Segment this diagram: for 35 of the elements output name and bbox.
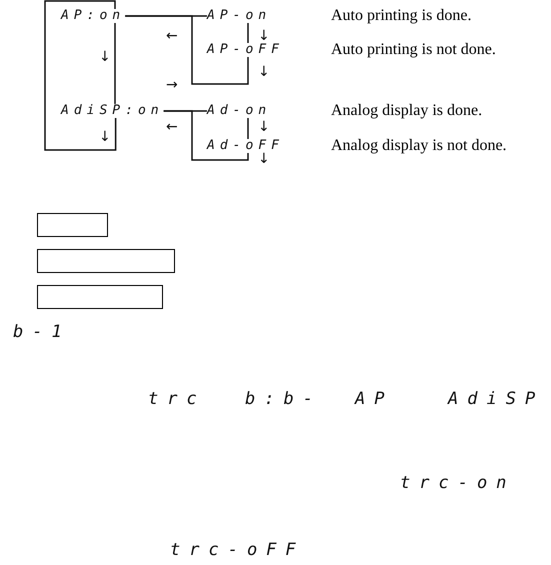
direction-arrow: ↓ xyxy=(99,130,111,144)
display-text: AdiSP:on xyxy=(61,104,164,118)
display-text: b-1 xyxy=(13,323,71,341)
display-text: AP-on xyxy=(207,9,272,23)
display-text: Ad-on xyxy=(207,104,272,118)
display-text: AdiSP xyxy=(448,390,544,408)
direction-arrow: ↓ xyxy=(258,120,270,134)
display-text: trc-oFF xyxy=(170,541,305,559)
display-text: b:b- xyxy=(245,390,322,408)
connector-line xyxy=(44,0,116,151)
connector-line xyxy=(247,118,249,139)
display-text: AP:on xyxy=(61,9,126,23)
display-text: AP-oFF xyxy=(207,43,284,57)
direction-arrow: ← xyxy=(166,29,178,43)
blank-frame xyxy=(37,249,175,273)
display-text: trc-on xyxy=(400,474,516,492)
direction-arrow: ↓ xyxy=(258,65,270,79)
direction-arrow: ↓ xyxy=(99,50,111,64)
connector-line xyxy=(125,15,249,85)
direction-arrow: ← xyxy=(166,120,178,134)
connector-line xyxy=(164,110,249,161)
display-text: Ad-oFF xyxy=(207,139,284,153)
direction-arrow: ↓ xyxy=(258,29,270,43)
description-text: Analog display is not done. xyxy=(331,137,507,155)
blank-frame xyxy=(37,213,108,237)
direction-arrow: ↓ xyxy=(258,152,270,166)
description-text: Auto printing is not done. xyxy=(331,41,496,59)
direction-arrow: → xyxy=(166,78,178,92)
connector-line xyxy=(247,23,249,43)
description-text: Analog display is done. xyxy=(331,102,482,120)
display-text: trc xyxy=(148,390,206,408)
connector-line xyxy=(114,23,116,104)
blank-frame xyxy=(37,285,163,309)
description-text: Auto printing is done. xyxy=(331,7,472,25)
display-text: AP xyxy=(355,390,394,408)
